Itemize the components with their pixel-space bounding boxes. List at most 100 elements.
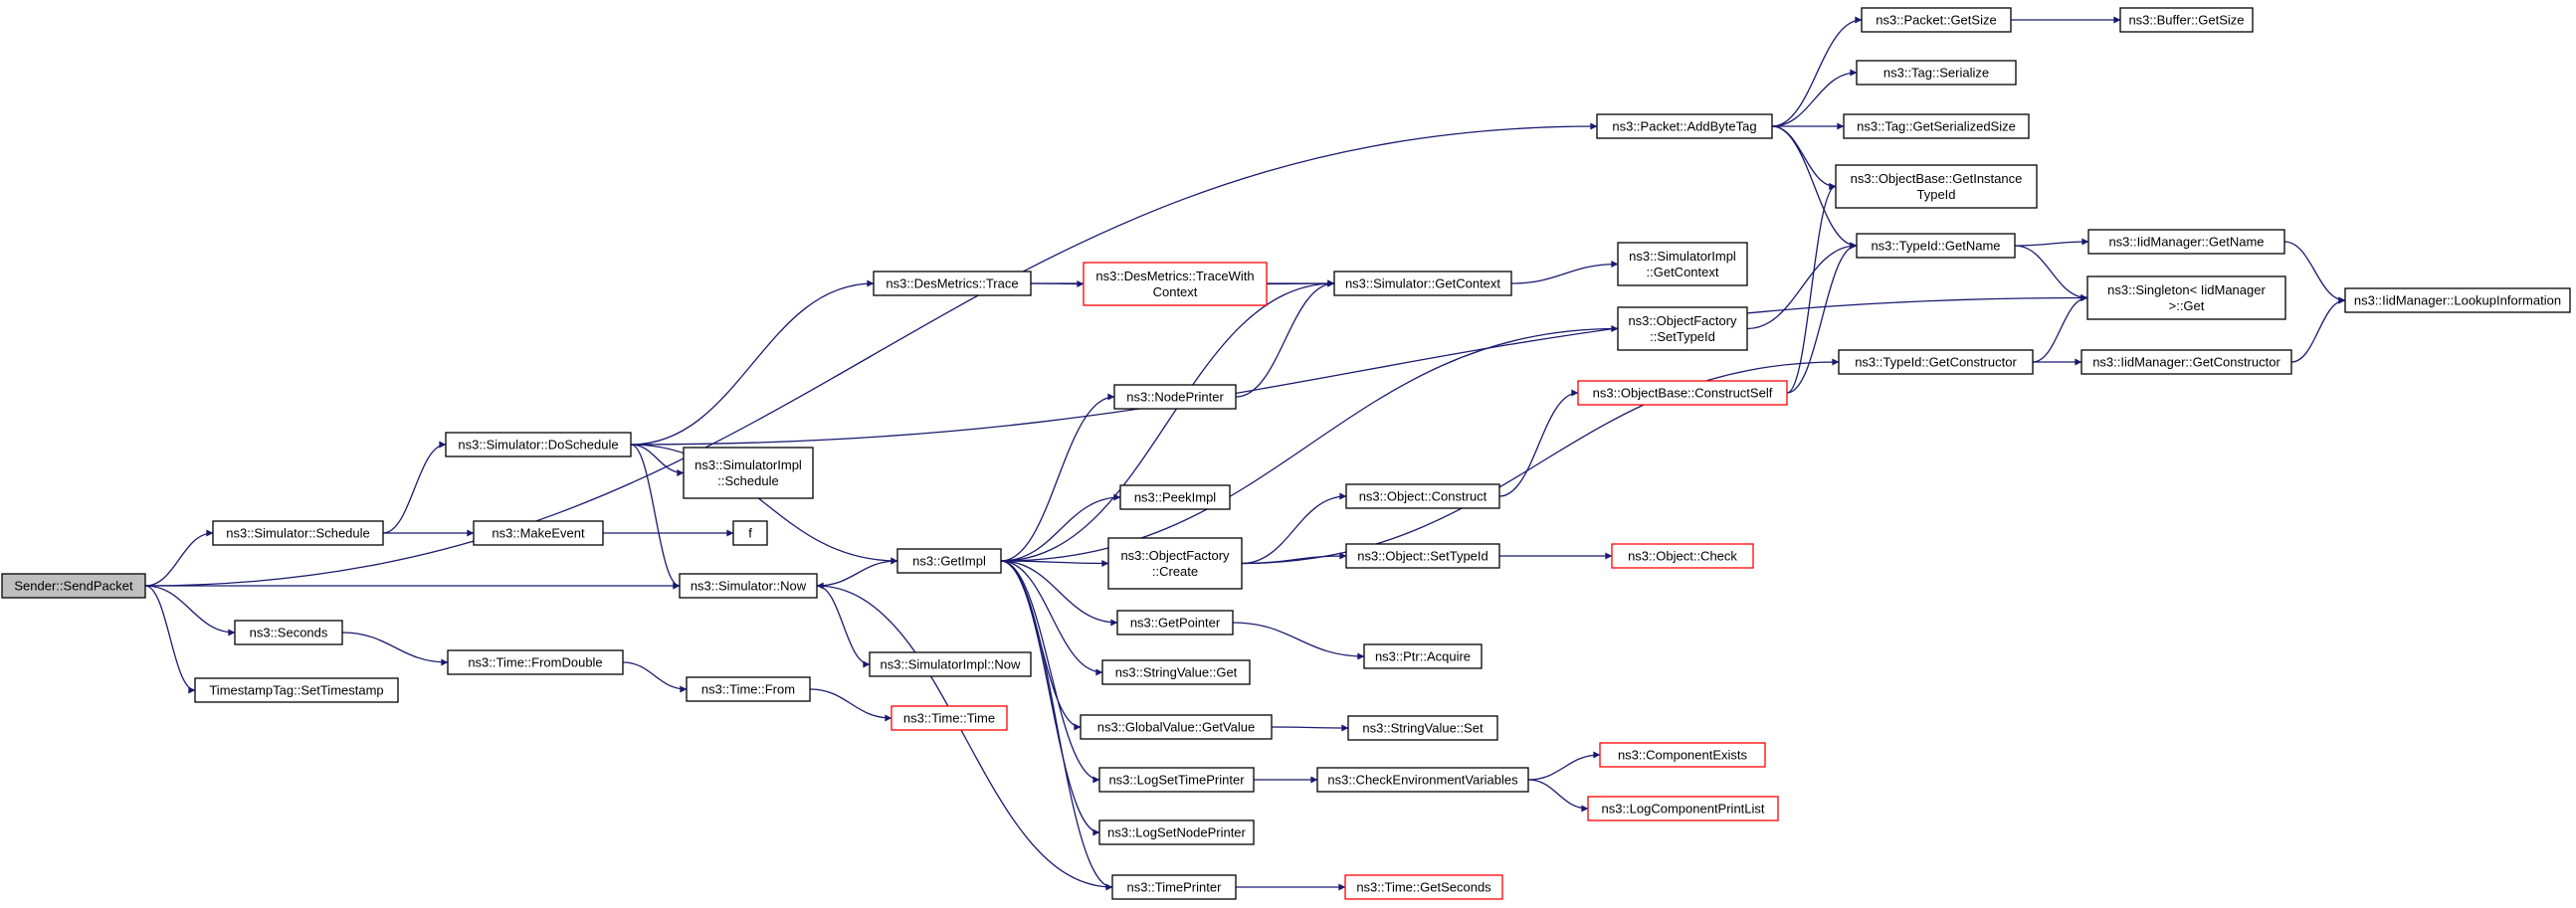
node-timefrom[interactable]: ns3::Time::From bbox=[686, 676, 811, 702]
node-box-getimpl[interactable] bbox=[896, 548, 1002, 574]
node-box-checkenv[interactable] bbox=[1316, 767, 1529, 793]
node-box-compexists[interactable] bbox=[1599, 742, 1766, 768]
node-getimpl[interactable]: ns3::GetImpl bbox=[896, 548, 1002, 574]
node-box-strget[interactable] bbox=[1101, 659, 1251, 685]
node-nodeprinter[interactable]: ns3::NodePrinter bbox=[1113, 384, 1237, 410]
node-logcomplist[interactable]: ns3::LogComponentPrintList bbox=[1587, 796, 1779, 821]
node-box-implsched[interactable] bbox=[683, 447, 814, 499]
node-iidgetctor[interactable]: ns3::IidManager::GetConstructor bbox=[2081, 349, 2292, 375]
node-box-obconstruct[interactable] bbox=[1577, 380, 1788, 406]
node-box-makeevent[interactable] bbox=[473, 520, 604, 546]
node-box-f[interactable] bbox=[732, 520, 768, 546]
node-box-objsettid[interactable] bbox=[1345, 543, 1500, 569]
node-compexists[interactable]: ns3::ComponentExists bbox=[1599, 742, 1766, 768]
node-box-simsched[interactable] bbox=[212, 520, 384, 546]
node-box-iidgetctor[interactable] bbox=[2081, 349, 2292, 375]
node-box-timefrom[interactable] bbox=[686, 676, 811, 702]
node-box-implnow[interactable] bbox=[869, 651, 1032, 677]
node-box-strset[interactable] bbox=[1347, 715, 1498, 741]
node-box-timetime[interactable] bbox=[891, 705, 1008, 731]
node-implnow[interactable]: ns3::SimulatorImpl::Now bbox=[869, 651, 1032, 677]
node-tstamp[interactable]: TimestampTag::SetTimestamp bbox=[194, 677, 399, 703]
node-box-objconstruct[interactable] bbox=[1345, 483, 1500, 509]
node-box-iidgetname[interactable] bbox=[2087, 229, 2285, 255]
node-doschedule[interactable]: ns3::Simulator::DoSchedule bbox=[445, 432, 632, 457]
node-box-simnow[interactable] bbox=[679, 573, 818, 599]
node-box-tidgetname[interactable] bbox=[1856, 233, 2016, 259]
node-tidgetname[interactable]: ns3::TypeId::GetName bbox=[1856, 233, 2016, 259]
node-box-logtime[interactable] bbox=[1098, 767, 1255, 793]
node-box-tracewith[interactable] bbox=[1083, 262, 1268, 306]
node-strset[interactable]: ns3::StringValue::Set bbox=[1347, 715, 1498, 741]
node-iidlookup[interactable]: ns3::IidManager::LookupInformation bbox=[2344, 287, 2571, 313]
node-box-tagser[interactable] bbox=[1856, 60, 2017, 86]
node-box-ptracq[interactable] bbox=[1363, 643, 1483, 669]
node-box-fromdouble[interactable] bbox=[447, 649, 624, 675]
node-box-timeprinter[interactable] bbox=[1111, 874, 1237, 900]
node-simnow[interactable]: ns3::Simulator::Now bbox=[679, 573, 818, 599]
node-pktgetsize[interactable]: ns3::Packet::GetSize bbox=[1861, 7, 2012, 33]
node-implsched[interactable]: ns3::SimulatorImpl::Schedule bbox=[683, 447, 814, 499]
node-lognode[interactable]: ns3::LogSetNodePrinter bbox=[1098, 819, 1255, 845]
node-trace[interactable]: ns3::DesMetrics::Trace bbox=[873, 271, 1032, 296]
node-fromdouble[interactable]: ns3::Time::FromDouble bbox=[447, 649, 624, 675]
node-addbytetag[interactable]: ns3::Packet::AddByteTag bbox=[1596, 113, 1773, 139]
node-ofcreate[interactable]: ns3::ObjectFactory::Create bbox=[1107, 537, 1243, 590]
node-f[interactable]: f bbox=[732, 520, 768, 546]
node-box-gvget[interactable] bbox=[1080, 714, 1273, 740]
node-makeevent[interactable]: ns3::MakeEvent bbox=[473, 520, 604, 546]
node-box-implgetctx[interactable] bbox=[1617, 242, 1748, 286]
node-getpointer[interactable]: ns3::GetPointer bbox=[1116, 610, 1234, 636]
node-implgetctx[interactable]: ns3::SimulatorImpl::GetContext bbox=[1617, 242, 1748, 286]
node-peekimpl[interactable]: ns3::PeekImpl bbox=[1119, 484, 1231, 510]
node-obconstruct[interactable]: ns3::ObjectBase::ConstructSelf bbox=[1577, 380, 1788, 406]
node-ofsettid[interactable]: ns3::ObjectFactory::SetTypeId bbox=[1617, 306, 1748, 351]
node-ptracq[interactable]: ns3::Ptr::Acquire bbox=[1363, 643, 1483, 669]
node-box-addbytetag[interactable] bbox=[1596, 113, 1773, 139]
node-box-getseconds[interactable] bbox=[1344, 874, 1503, 900]
node-simsched[interactable]: ns3::Simulator::Schedule bbox=[212, 520, 384, 546]
node-box-taggetser[interactable] bbox=[1843, 113, 2030, 139]
node-box-getctx[interactable] bbox=[1333, 271, 1512, 296]
node-objconstruct[interactable]: ns3::Object::Construct bbox=[1345, 483, 1500, 509]
node-timetime[interactable]: ns3::Time::Time bbox=[891, 705, 1008, 731]
node-box-obgetinst[interactable] bbox=[1835, 164, 2038, 209]
node-timeprinter[interactable]: ns3::TimePrinter bbox=[1111, 874, 1237, 900]
node-getctx[interactable]: ns3::Simulator::GetContext bbox=[1333, 271, 1512, 296]
node-box-objcheck[interactable] bbox=[1611, 543, 1754, 569]
node-box-nodeprinter[interactable] bbox=[1113, 384, 1237, 410]
node-singleton[interactable]: ns3::Singleton< IidManager >::Get bbox=[2086, 275, 2286, 320]
node-box-ofcreate[interactable] bbox=[1107, 537, 1243, 590]
node-tagser[interactable]: ns3::Tag::Serialize bbox=[1856, 60, 2017, 86]
node-send[interactable]: Sender::SendPacket bbox=[1, 573, 146, 599]
node-box-ofsettid[interactable] bbox=[1617, 306, 1748, 351]
node-box-seconds[interactable] bbox=[234, 620, 343, 645]
node-gvget[interactable]: ns3::GlobalValue::GetValue bbox=[1080, 714, 1273, 740]
node-box-peekimpl[interactable] bbox=[1119, 484, 1231, 510]
node-box-iidlookup[interactable] bbox=[2344, 287, 2571, 313]
node-box-tstamp[interactable] bbox=[194, 677, 399, 703]
node-objsettid[interactable]: ns3::Object::SetTypeId bbox=[1345, 543, 1500, 569]
node-logtime[interactable]: ns3::LogSetTimePrinter bbox=[1098, 767, 1255, 793]
node-tidgetctor[interactable]: ns3::TypeId::GetConstructor bbox=[1838, 349, 2034, 375]
node-box-send[interactable] bbox=[1, 573, 146, 599]
node-seconds[interactable]: ns3::Seconds bbox=[234, 620, 343, 645]
node-box-bufgetsize[interactable] bbox=[2119, 7, 2254, 33]
node-getseconds[interactable]: ns3::Time::GetSeconds bbox=[1344, 874, 1503, 900]
node-box-logcomplist[interactable] bbox=[1587, 796, 1779, 821]
node-box-pktgetsize[interactable] bbox=[1861, 7, 2012, 33]
node-iidgetname[interactable]: ns3::IidManager::GetName bbox=[2087, 229, 2285, 255]
node-box-tidgetctor[interactable] bbox=[1838, 349, 2034, 375]
node-taggetser[interactable]: ns3::Tag::GetSerializedSize bbox=[1843, 113, 2030, 139]
node-checkenv[interactable]: ns3::CheckEnvironmentVariables bbox=[1316, 767, 1529, 793]
node-objcheck[interactable]: ns3::Object::Check bbox=[1611, 543, 1754, 569]
node-box-doschedule[interactable] bbox=[445, 432, 632, 457]
node-box-lognode[interactable] bbox=[1098, 819, 1255, 845]
node-box-getpointer[interactable] bbox=[1116, 610, 1234, 636]
node-box-singleton[interactable] bbox=[2086, 275, 2286, 320]
node-bufgetsize[interactable]: ns3::Buffer::GetSize bbox=[2119, 7, 2254, 33]
node-box-trace[interactable] bbox=[873, 271, 1032, 296]
node-strget[interactable]: ns3::StringValue::Get bbox=[1101, 659, 1251, 685]
